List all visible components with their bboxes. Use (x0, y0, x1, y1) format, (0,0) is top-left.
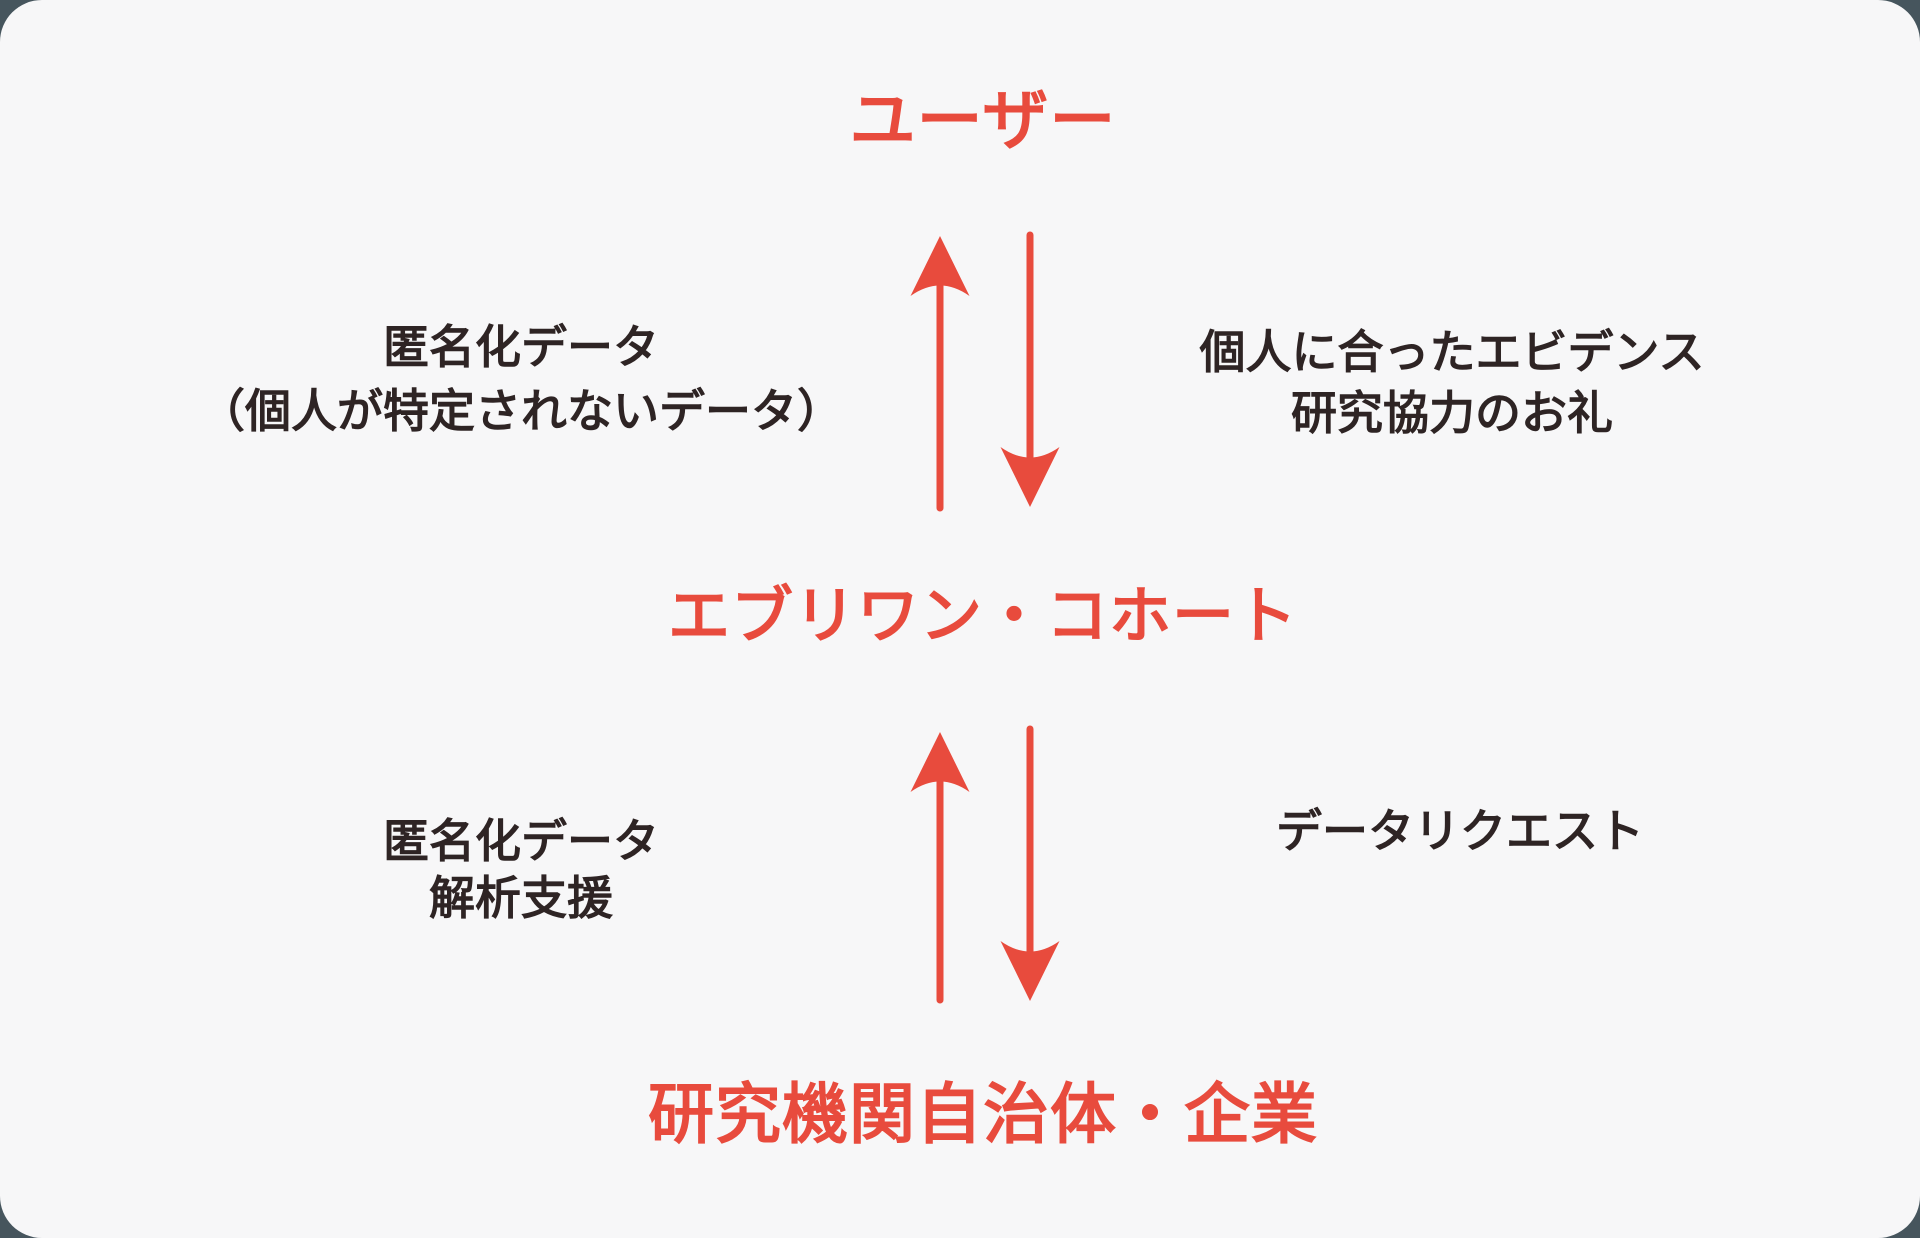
node-research-institutions: 研究機関自治体・企業 (648, 1077, 1318, 1151)
arrow-up-institutions-to-cohort (910, 732, 970, 1004)
arrow-up-cohort-to-user (910, 236, 970, 512)
label-personal-evidence-reward: 個人に合ったエビデンス 研究協力のお礼 (1199, 322, 1704, 444)
label-line-2: 研究協力のお礼 (1291, 387, 1613, 439)
label-line-1: 個人に合ったエビデンス (1199, 326, 1705, 378)
node-user: ユーザー (849, 83, 1117, 157)
label-line-1: 匿名化データ (383, 815, 659, 867)
label-line-1: 匿名化データ (383, 321, 659, 373)
label-line-2: （個人が特定されないデータ） (199, 385, 843, 437)
node-everyone-cohort: エブリワン・コホート (667, 582, 1299, 651)
label-anonymized-data-to-user: 匿名化データ （個人が特定されないデータ） (199, 315, 843, 443)
arrow-down-cohort-to-institutions (1000, 725, 1060, 1001)
label-anonymized-data-analysis-support: 匿名化データ 解析支援 (383, 813, 659, 927)
label-line-2: 解析支援 (429, 872, 613, 924)
label-line-1: データリクエスト (1276, 805, 1644, 857)
label-data-request: データリクエスト (1276, 807, 1644, 855)
arrow-down-user-to-cohort (1000, 231, 1060, 507)
